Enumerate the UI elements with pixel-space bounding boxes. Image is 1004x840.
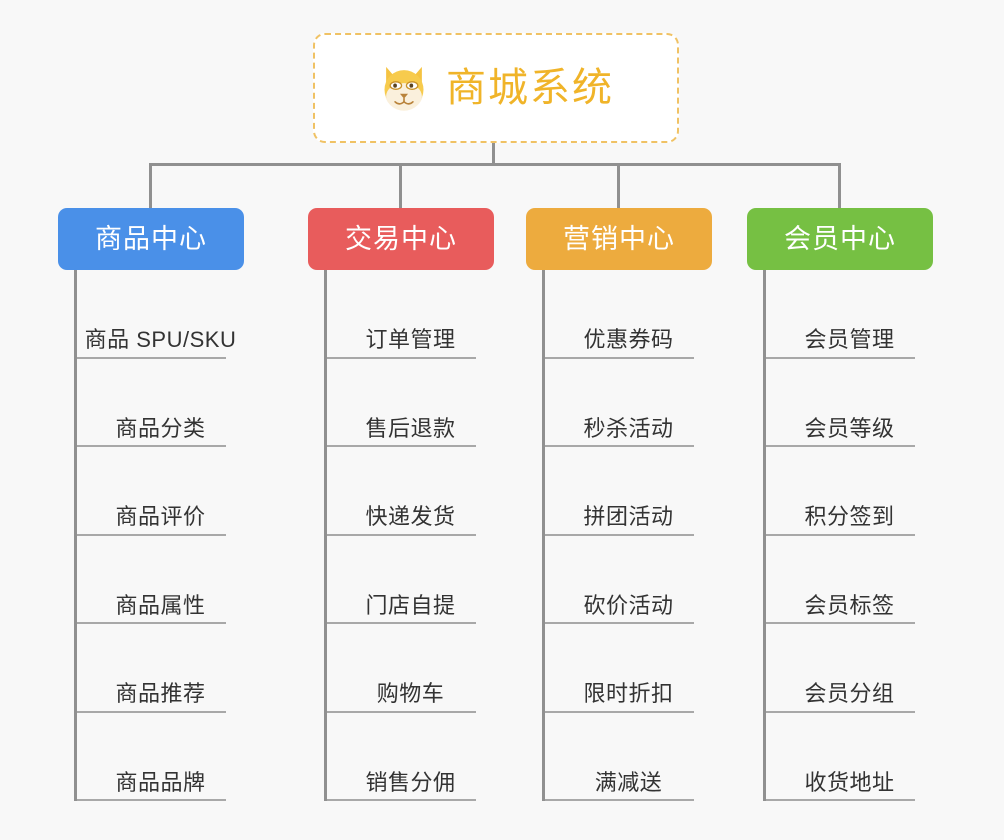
leaf-item[interactable]: 优惠券码 (545, 270, 712, 359)
leaf-item[interactable]: 商品评价 (77, 447, 244, 536)
connector-drop-2 (399, 163, 402, 209)
branch-column-1: 商品中心 商品 SPU/SKU 商品分类 商品评价 商品属性 商品推荐 商品品牌 (58, 208, 244, 801)
branch-column-2: 交易中心 订单管理 售后退款 快递发货 门店自提 购物车 销售分佣 (308, 208, 494, 801)
leaf-label: 收货地址 (804, 769, 895, 795)
branch-column-3: 营销中心 优惠券码 秒杀活动 拼团活动 砍价活动 限时折扣 满减送 (526, 208, 712, 801)
root-title: 商城系统 (446, 66, 614, 110)
leaf-label: 会员管理 (804, 327, 895, 353)
branch-header-4[interactable]: 会员中心 (747, 208, 933, 270)
leaf-label: 拼团活动 (583, 504, 674, 530)
leaf-label: 会员标签 (804, 592, 895, 618)
branch-header-2[interactable]: 交易中心 (308, 208, 494, 270)
branch-header-1[interactable]: 商品中心 (58, 208, 244, 270)
branch-header-3[interactable]: 营销中心 (526, 208, 712, 270)
connector-drop-4 (838, 163, 841, 209)
leaf-item[interactable]: 会员标签 (766, 536, 933, 625)
leaf-label: 商品分类 (115, 415, 206, 441)
leaf-item[interactable]: 限时折扣 (545, 624, 712, 713)
connector-drop-1 (149, 163, 152, 209)
leaf-item[interactable]: 拼团活动 (545, 447, 712, 536)
leaf-item[interactable]: 积分签到 (766, 447, 933, 536)
leaf-label: 快递发货 (365, 504, 456, 530)
connector-drop-3 (617, 163, 620, 209)
leaf-item[interactable]: 商品推荐 (77, 624, 244, 713)
leaf-list-2: 订单管理 售后退款 快递发货 门店自提 购物车 销售分佣 (324, 270, 494, 801)
leaf-item[interactable]: 商品 SPU/SKU (77, 270, 244, 359)
leaf-item[interactable]: 售后退款 (327, 359, 494, 448)
leaf-item[interactable]: 商品分类 (77, 359, 244, 448)
leaf-label: 满减送 (594, 769, 663, 795)
leaf-label: 会员等级 (804, 415, 895, 441)
connector-horizontal-bar (149, 163, 841, 166)
leaf-item[interactable]: 砍价活动 (545, 536, 712, 625)
connector-root-stem (492, 143, 495, 165)
leaf-item[interactable]: 会员管理 (766, 270, 933, 359)
leaf-item[interactable]: 会员等级 (766, 359, 933, 448)
leaf-item[interactable]: 秒杀活动 (545, 359, 712, 448)
leaf-label: 商品 SPU/SKU (84, 327, 237, 353)
branch-column-4: 会员中心 会员管理 会员等级 积分签到 会员标签 会员分组 收货地址 (747, 208, 933, 801)
leaf-item[interactable]: 快递发货 (327, 447, 494, 536)
leaf-item[interactable]: 销售分佣 (327, 713, 494, 802)
leaf-item[interactable]: 商品属性 (77, 536, 244, 625)
leaf-label: 商品品牌 (115, 769, 206, 795)
leaf-label: 砍价活动 (583, 592, 674, 618)
leaf-label: 订单管理 (365, 327, 456, 353)
leaf-label: 商品评价 (115, 504, 206, 530)
leaf-label: 限时折扣 (583, 681, 674, 707)
leaf-list-1: 商品 SPU/SKU 商品分类 商品评价 商品属性 商品推荐 商品品牌 (74, 270, 244, 801)
leaf-item[interactable]: 商品品牌 (77, 713, 244, 802)
leaf-label: 门店自提 (365, 592, 456, 618)
leaf-list-3: 优惠券码 秒杀活动 拼团活动 砍价活动 限时折扣 满减送 (542, 270, 712, 801)
leaf-label: 购物车 (376, 681, 445, 707)
leaf-label: 秒杀活动 (583, 415, 674, 441)
leaf-item[interactable]: 门店自提 (327, 536, 494, 625)
leaf-label: 优惠券码 (583, 327, 674, 353)
root-node[interactable]: 商城系统 (313, 33, 679, 143)
leaf-label: 售后退款 (365, 415, 456, 441)
leaf-label: 会员分组 (804, 681, 895, 707)
leaf-list-4: 会员管理 会员等级 积分签到 会员标签 会员分组 收货地址 (763, 270, 933, 801)
leaf-label: 商品属性 (115, 592, 206, 618)
leaf-item[interactable]: 订单管理 (327, 270, 494, 359)
leaf-label: 商品推荐 (115, 681, 206, 707)
leaf-item[interactable]: 购物车 (327, 624, 494, 713)
shiba-dog-icon (384, 66, 424, 111)
leaf-label: 销售分佣 (365, 769, 456, 795)
leaf-item[interactable]: 满减送 (545, 713, 712, 802)
leaf-label: 积分签到 (804, 504, 895, 530)
leaf-item[interactable]: 会员分组 (766, 624, 933, 713)
leaf-item[interactable]: 收货地址 (766, 713, 933, 802)
